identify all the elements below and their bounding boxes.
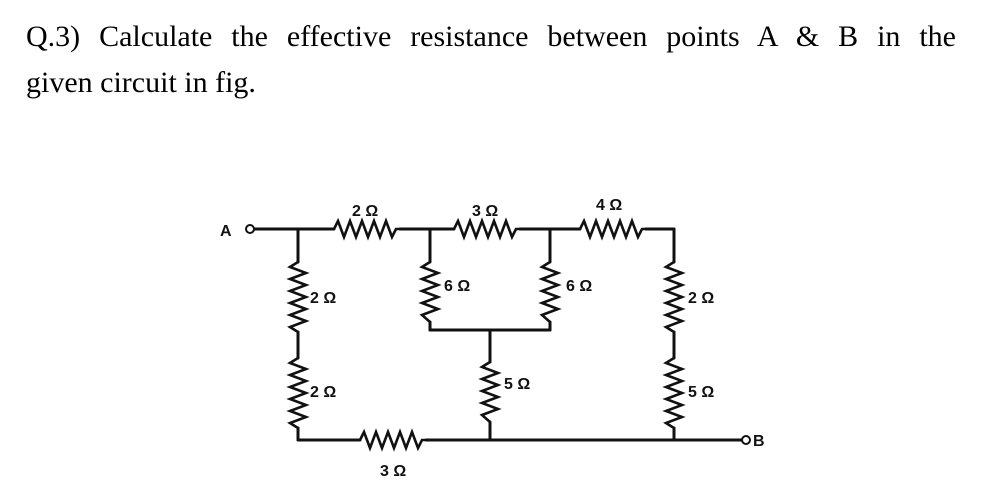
question-text: Q.3) Calculate the effective resistance … — [26, 14, 956, 106]
label-center-lower: 5 Ω — [504, 376, 530, 393]
resistor-bottom — [358, 428, 426, 452]
label-mid-right: 6 Ω — [566, 278, 592, 295]
resistor-right-lower — [662, 356, 686, 430]
question-line-2: given circuit in fig. — [26, 66, 256, 99]
label-right-lower: 5 Ω — [688, 384, 714, 401]
label-left-upper: 2 Ω — [310, 290, 336, 307]
resistor-top-1 — [332, 217, 400, 241]
resistors — [286, 217, 686, 452]
label-right-upper: 2 Ω — [688, 290, 714, 307]
terminal-b-node — [741, 435, 751, 445]
question-line-1: Q.3) Calculate the effective resistance … — [26, 20, 956, 53]
resistor-top-2 — [452, 217, 520, 241]
label-bottom: 3 Ω — [380, 463, 406, 480]
label-top-1: 2 Ω — [352, 203, 378, 220]
label-mid-left: 6 Ω — [444, 278, 470, 295]
wires — [252, 227, 744, 442]
terminal-a-label: A — [220, 223, 232, 240]
label-top-3: 4 Ω — [596, 197, 622, 214]
terminal-b-label: B — [753, 433, 765, 450]
resistor-right-upper — [662, 260, 686, 334]
resistor-left-upper — [286, 260, 310, 334]
resistor-center-lower — [478, 360, 502, 423]
resistor-mid-right — [538, 260, 562, 323]
resistor-mid-left — [418, 260, 442, 323]
resistor-top-3 — [578, 217, 646, 241]
label-top-2: 3 Ω — [472, 203, 498, 220]
label-left-lower: 2 Ω — [310, 384, 336, 401]
resistor-left-lower — [286, 356, 310, 430]
terminal-a-node — [245, 224, 255, 234]
